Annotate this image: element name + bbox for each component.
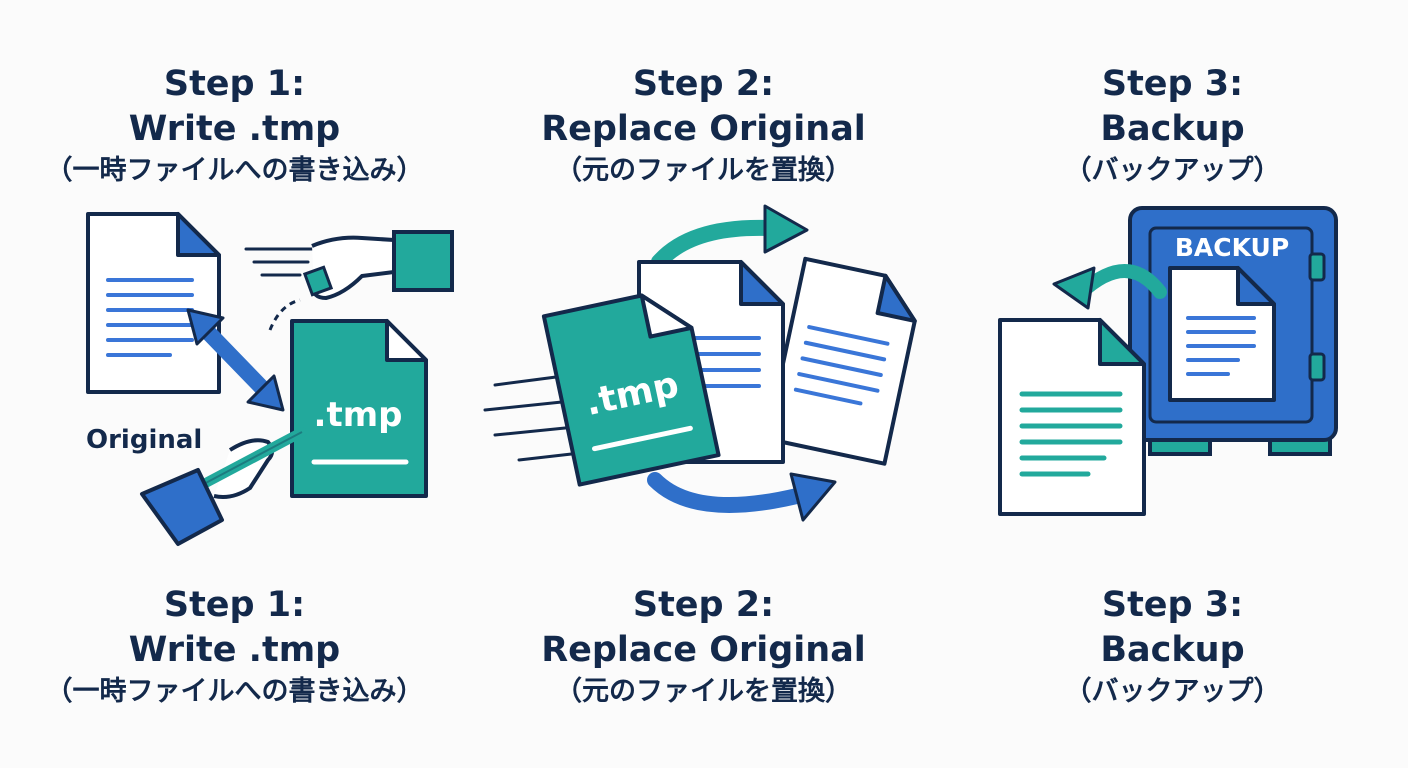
step-2-caption-bottom: Step 2: Replace Original （元のファイルを置換） — [469, 583, 938, 711]
restored-document-icon — [998, 318, 1146, 516]
step-3-japanese-bottom: （バックアップ） — [1064, 676, 1281, 707]
step-2-illustration: .tmp — [483, 204, 917, 522]
step-2-subtitle-bottom: Replace Original — [541, 630, 866, 670]
step-2-title-bottom: Step 2: — [632, 585, 775, 625]
step-3-panel: Step 3: Backup （バックアップ） BACKUP — [938, 0, 1407, 768]
step-2-subtitle: Replace Original — [541, 109, 866, 149]
step-3-caption-bottom: Step 3: Backup （バックアップ） — [938, 583, 1407, 711]
curved-arrow-left-icon — [1052, 264, 1167, 310]
tmp-document-icon: .tmp — [290, 319, 428, 498]
step-1-title-bottom: Step 1: — [163, 585, 306, 625]
step-1-caption-bottom: Step 1: Write .tmp （一時ファイルへの書き込み） — [0, 583, 469, 711]
step-3-illustration: BACKUP — [998, 206, 1338, 516]
step-1-caption-top: Step 1: Write .tmp （一時ファイルへの書き込み） — [0, 62, 469, 190]
tmp-document-icon: .tmp — [541, 293, 721, 487]
step-1-japanese-bottom: （一時ファイルへの書き込み） — [45, 676, 424, 707]
step-1-japanese: （一時ファイルへの書き込み） — [45, 155, 424, 186]
step-2-japanese: （元のファイルを置換） — [555, 155, 852, 186]
step-3-caption-top: Step 3: Backup （バックアップ） — [938, 62, 1407, 190]
step-1-subtitle-bottom: Write .tmp — [128, 630, 341, 670]
step-1-illustration: Original .tmp — [86, 212, 454, 546]
tmp-label: .tmp — [314, 395, 403, 435]
step-3-subtitle-bottom: Backup — [1100, 630, 1245, 670]
step-3-title: Step 3: — [1101, 64, 1244, 104]
step-2-caption-top: Step 2: Replace Original （元のファイルを置換） — [469, 62, 938, 190]
hand-pen-icon — [140, 427, 307, 546]
step-1-panel: Step 1: Write .tmp （一時ファイルへの書き込み） Origin… — [0, 0, 469, 768]
step-2-japanese-bottom: （元のファイルを置換） — [555, 676, 852, 707]
original-label: Original — [86, 425, 202, 455]
hand-top-icon — [244, 230, 454, 331]
original-document-icon — [86, 212, 221, 394]
backup-label: BACKUP — [1175, 233, 1289, 262]
step-3-subtitle: Backup — [1100, 109, 1245, 149]
step-2-panel: Step 2: Replace Original （元のファイルを置換） — [469, 0, 938, 768]
double-arrow-icon — [186, 308, 285, 412]
backup-document-icon — [1168, 266, 1276, 402]
curved-arrow-bottom-icon — [647, 472, 837, 522]
step-3-japanese: （バックアップ） — [1064, 155, 1281, 186]
step-2-title: Step 2: — [632, 64, 775, 104]
step-1-subtitle: Write .tmp — [128, 109, 341, 149]
curved-arrow-top-icon — [651, 204, 809, 270]
document-right-icon — [765, 256, 917, 466]
step-1-title: Step 1: — [163, 64, 306, 104]
step-3-title-bottom: Step 3: — [1101, 585, 1244, 625]
